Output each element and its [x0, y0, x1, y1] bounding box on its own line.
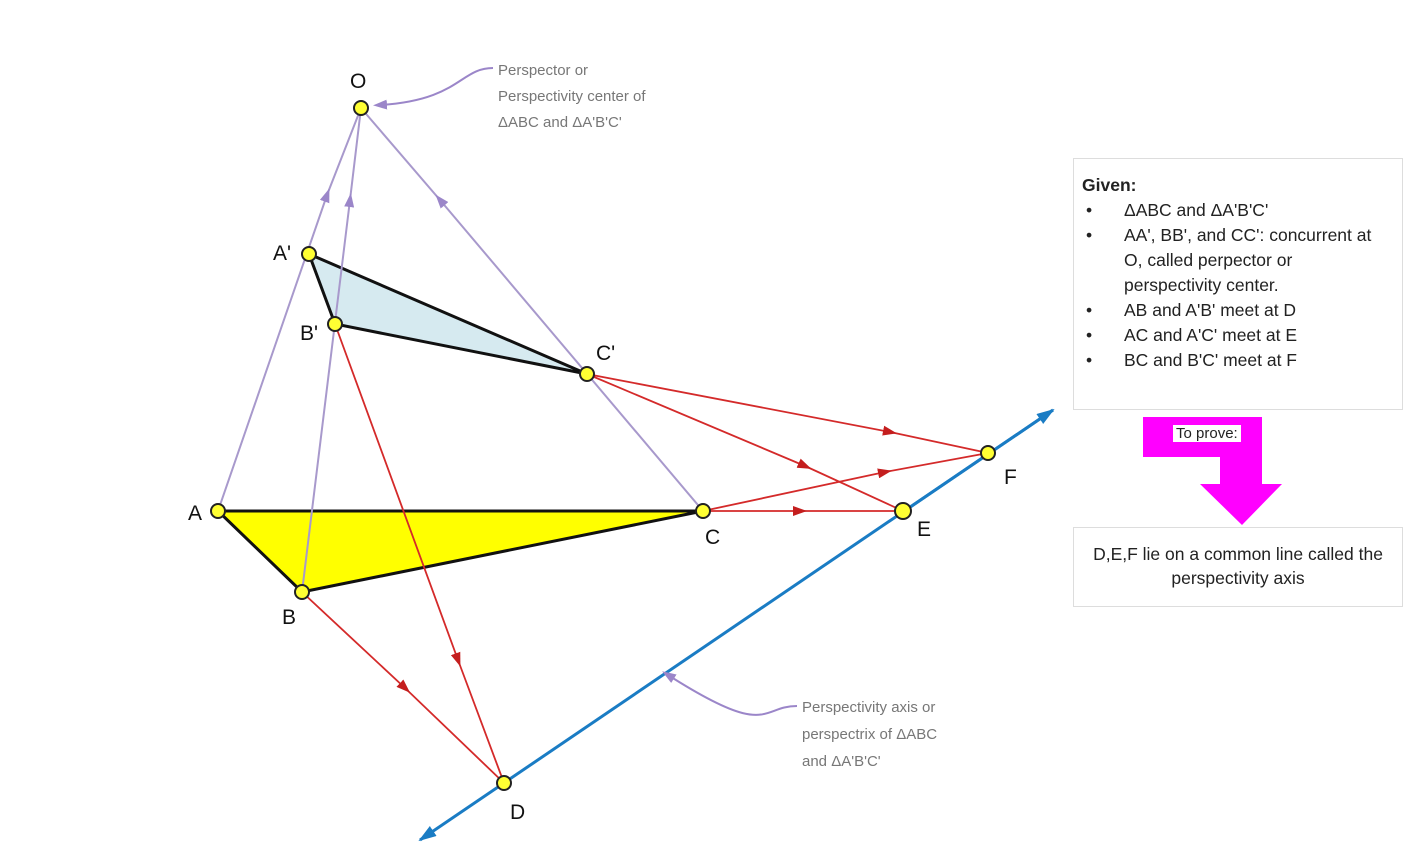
callout-bottom-line-2: perspectrix of ΔABC	[802, 726, 937, 743]
callout-top-line-1: Perspector or	[498, 62, 588, 79]
line-b-prime-d	[334, 323, 505, 784]
point-b	[294, 584, 310, 600]
point-f	[980, 445, 996, 461]
triangle-abc	[214, 509, 704, 594]
point-c-prime	[579, 366, 595, 382]
point-b-prime	[327, 316, 343, 332]
given-list: ΔABC and ΔA'B'C' AA', BB', and CC': conc…	[1082, 198, 1394, 373]
conclusion-box: D,E,F lie on a common line called the pe…	[1073, 527, 1403, 607]
point-o	[353, 100, 369, 116]
callout-top-curve	[373, 67, 494, 110]
label-d: D	[510, 801, 525, 824]
label-o: O	[350, 70, 366, 93]
point-e	[894, 502, 912, 520]
given-item: AC and A'C' meet at E	[1082, 323, 1394, 348]
line-b-d	[301, 591, 505, 784]
given-item: ΔABC and ΔA'B'C'	[1082, 198, 1394, 223]
label-a: A	[188, 502, 202, 525]
given-item: AA', BB', and CC': concurrent at O, call…	[1082, 223, 1394, 298]
point-d	[496, 775, 512, 791]
label-a-prime: A'	[273, 242, 291, 265]
label-b-prime: B'	[300, 322, 318, 345]
line-c-prime-e	[586, 373, 904, 512]
line-c-prime-f	[586, 373, 989, 454]
given-title: Given:	[1082, 175, 1137, 195]
label-c: C	[705, 526, 720, 549]
triangle-a-prime-b-prime-c-prime	[306, 251, 588, 376]
line-c-o	[360, 107, 704, 512]
line-c-f	[702, 452, 989, 512]
point-a	[210, 503, 226, 519]
perspectivity-axis-end	[899, 408, 1055, 516]
callout-top-line-2: Perspectivity center of	[498, 88, 646, 105]
label-f: F	[1004, 466, 1017, 489]
label-e: E	[917, 518, 931, 541]
conclusion-text: D,E,F lie on a common line called the pe…	[1093, 544, 1383, 588]
point-c	[695, 503, 711, 519]
callout-bottom-line-1: Perspectivity axis or	[802, 699, 935, 716]
callout-bottom-line-3: and ΔA'B'C'	[802, 753, 881, 770]
given-box: Given: ΔABC and ΔA'B'C' AA', BB', and CC…	[1073, 158, 1403, 410]
callout-top-line-3: ΔABC and ΔA'B'C'	[498, 114, 622, 131]
to-prove-label: To prove:	[1173, 425, 1241, 442]
line-a-o	[217, 107, 362, 512]
callout-bottom-curve	[662, 671, 798, 716]
point-a-prime	[301, 246, 317, 262]
line-b-o	[301, 107, 362, 593]
given-item: AB and A'B' meet at D	[1082, 298, 1394, 323]
given-item: BC and B'C' meet at F	[1082, 348, 1394, 373]
to-prove-arrow	[1143, 417, 1282, 525]
label-c-prime: C'	[596, 342, 615, 365]
label-b: B	[282, 606, 296, 629]
